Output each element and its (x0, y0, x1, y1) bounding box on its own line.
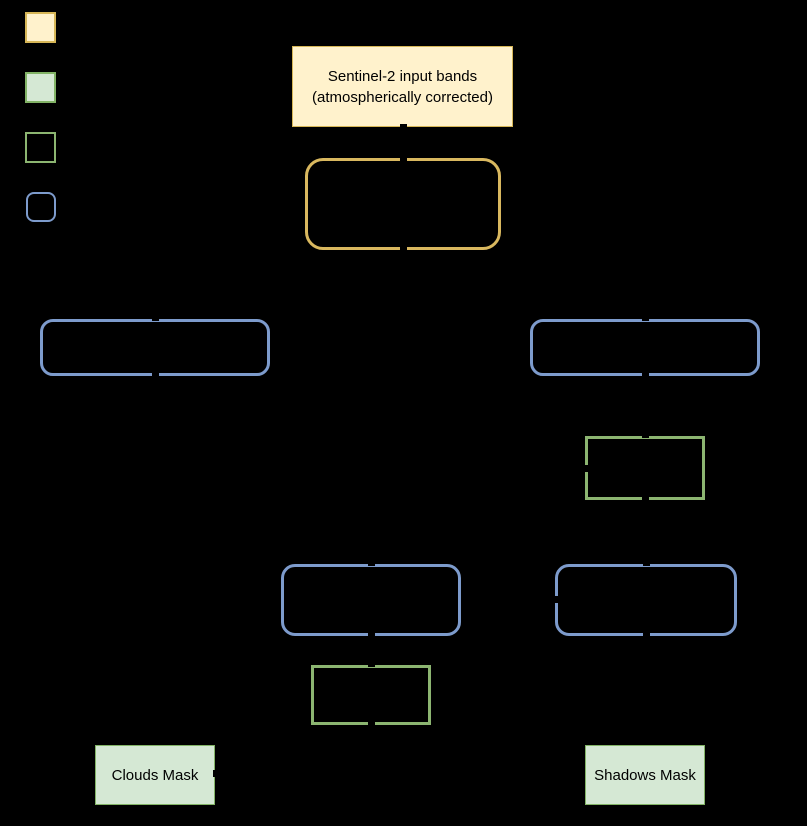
legend-yellow-filled-swatch (25, 12, 56, 43)
mid-step-node (311, 665, 431, 725)
connector-stub (643, 632, 650, 636)
connector-stub (642, 496, 649, 500)
connector-stub (554, 596, 558, 603)
preprocessing-node (305, 158, 501, 250)
connector-stub (368, 721, 375, 725)
shadows-mask-label: Shadows Mask (594, 766, 696, 784)
legend-green-outline-swatch (25, 132, 56, 163)
sentinel-input-node: Sentinel-2 input bands (atmospherically … (292, 46, 513, 127)
connector-stub (643, 562, 650, 566)
sentinel-input-label-line2: (atmospherically corrected) (312, 88, 493, 106)
legend-blue-outline-swatch (26, 192, 56, 222)
mid-right-process-node (555, 564, 737, 636)
left-process-node (40, 319, 270, 376)
mid-left-process-node (281, 564, 461, 636)
clouds-mask-node: Clouds Mask (95, 745, 215, 805)
connector-stub (584, 465, 588, 472)
clouds-mask-label: Clouds Mask (111, 766, 199, 784)
connector-stub (642, 434, 649, 438)
connector-stub (368, 663, 375, 667)
connector-stub (152, 372, 159, 376)
connector-stub (642, 317, 649, 321)
legend-green-filled-swatch (25, 72, 56, 103)
connector-stub (400, 246, 407, 250)
right-process-node (530, 319, 760, 376)
connector-stub (213, 770, 217, 777)
shadows-mask-node: Shadows Mask (585, 745, 705, 805)
sentinel-input-label-line1: Sentinel-2 input bands (327, 67, 478, 85)
connector-stub (400, 124, 407, 128)
connector-stub (152, 317, 159, 321)
connector-stub (368, 632, 375, 636)
connector-stub (642, 372, 649, 376)
right-step-node (585, 436, 705, 500)
connector-stub (400, 157, 407, 161)
sentinel-input-label: Sentinel-2 input bands (atmospherically … (312, 66, 493, 108)
connector-stub (368, 562, 375, 566)
